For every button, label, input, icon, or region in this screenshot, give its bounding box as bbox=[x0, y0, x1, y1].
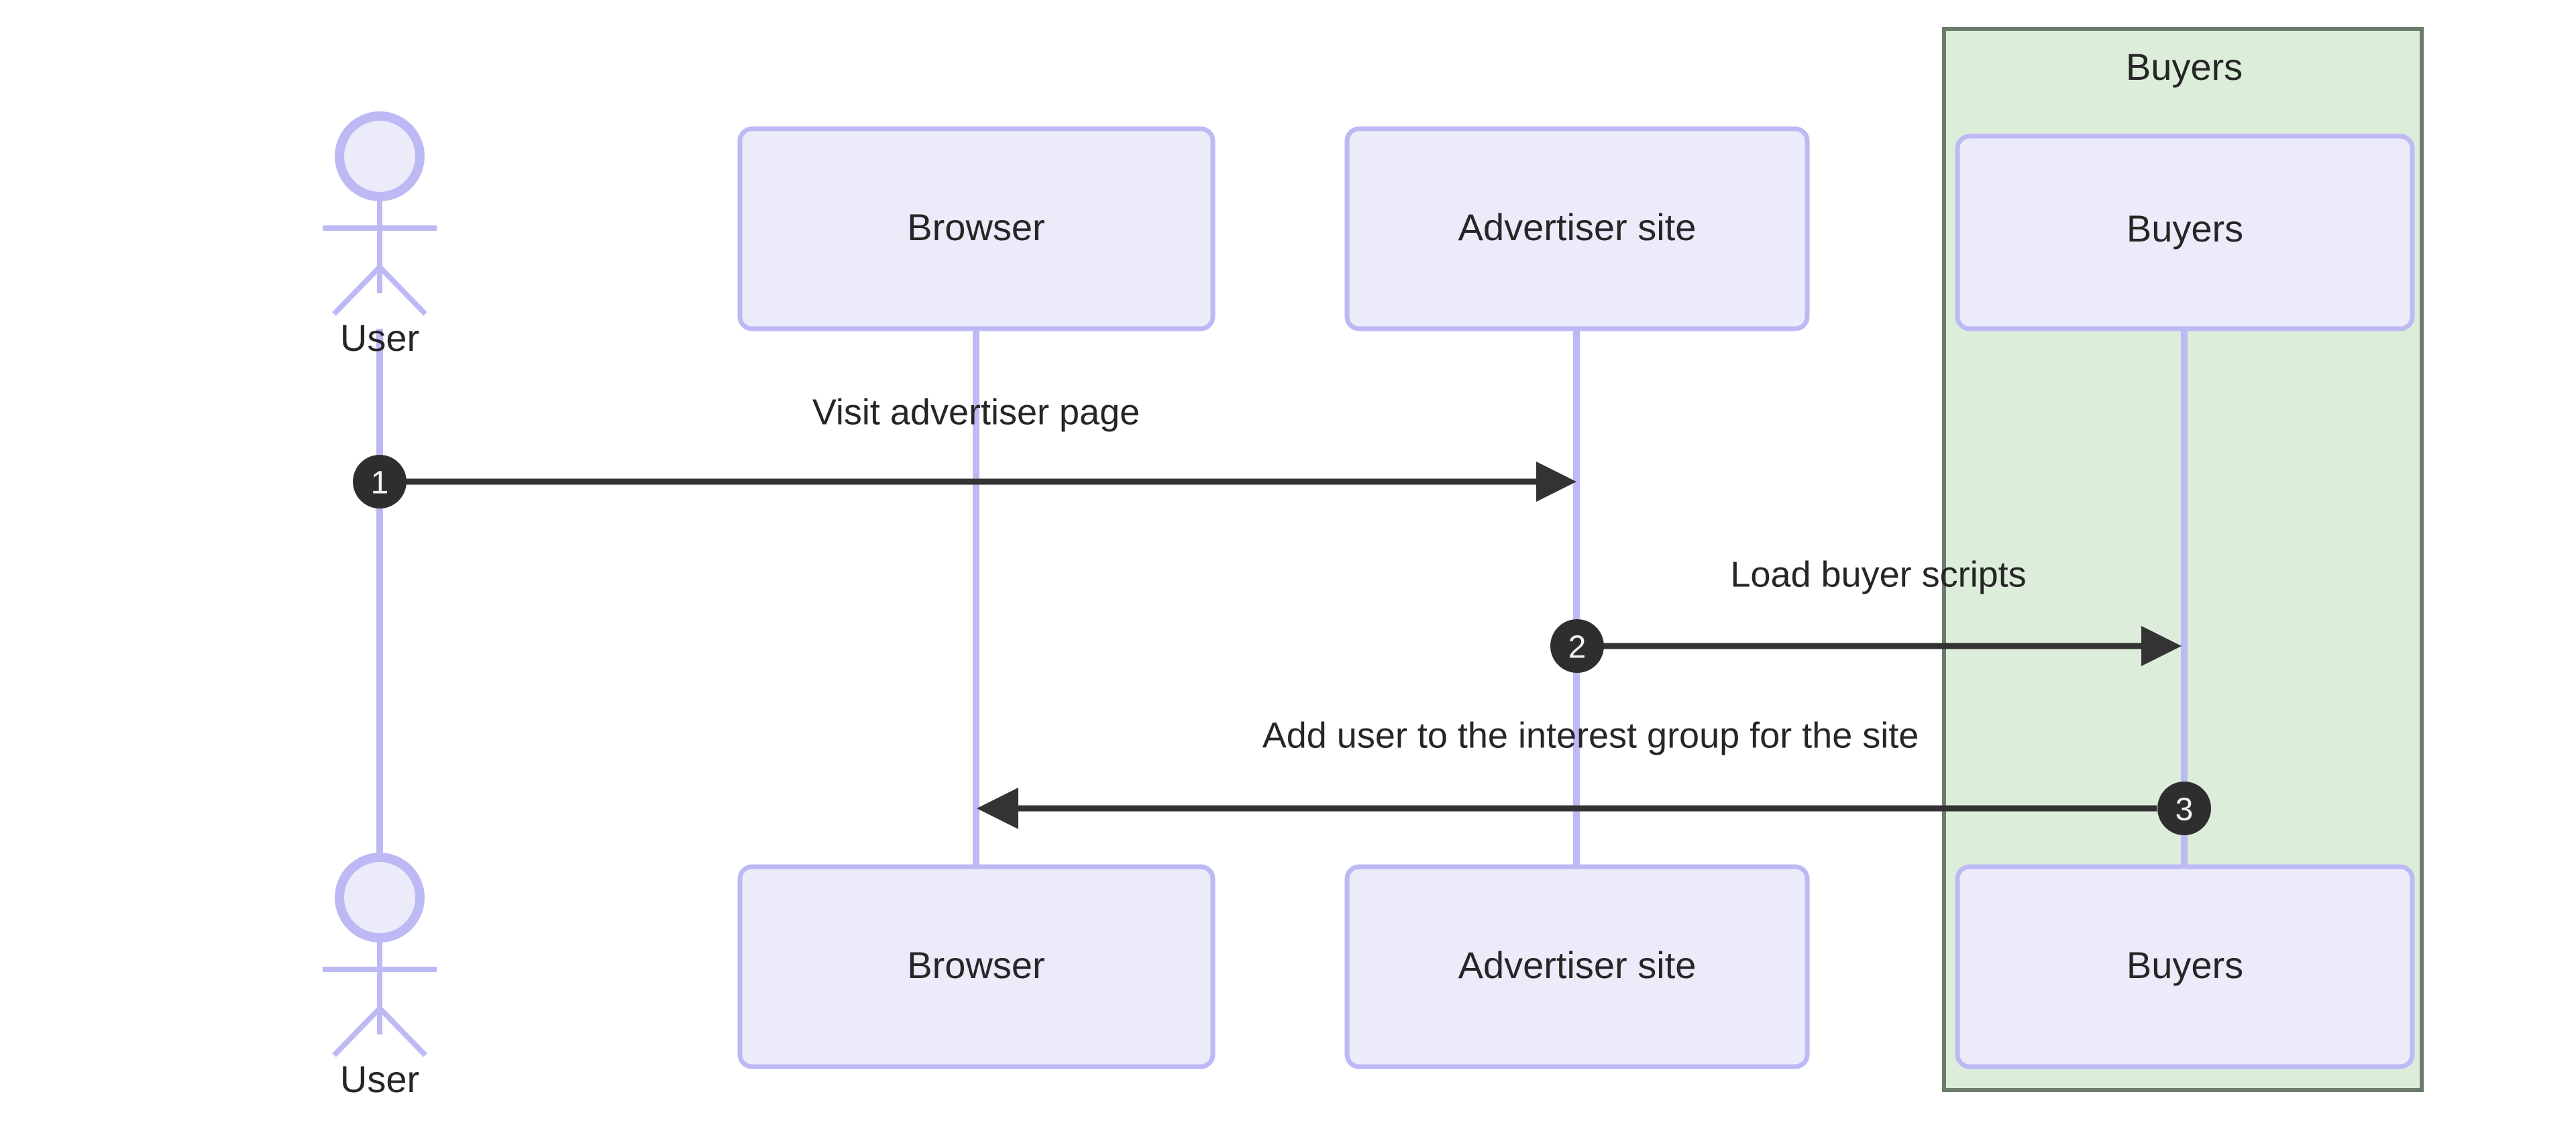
message-label-1: Visit advertiser page bbox=[812, 392, 1140, 432]
participant-box-browser-top bbox=[737, 126, 1216, 331]
participant-browser-bottom[interactable]: Browser bbox=[737, 864, 1216, 1069]
participant-advertiser-top[interactable]: Advertiser site bbox=[1344, 126, 1810, 331]
participant-box-buyers-top bbox=[1955, 133, 2415, 331]
actor-leg-right-icon bbox=[378, 265, 427, 316]
message-label-3: Add user to the interest group for the s… bbox=[1263, 715, 1919, 755]
message-2[interactable]: Load buyer scripts 2 bbox=[1550, 554, 2182, 673]
participant-label-advertiser-top: Advertiser site bbox=[1458, 206, 1697, 248]
actor-leg-left-icon bbox=[332, 265, 382, 316]
participant-label-buyers-top: Buyers bbox=[2127, 207, 2243, 250]
message-arrowhead-2 bbox=[2141, 626, 2182, 666]
participant-box-buyers-bottom bbox=[1955, 864, 2415, 1069]
group-box-title: Buyers bbox=[2126, 46, 2243, 88]
message-badge-label-3: 3 bbox=[2176, 792, 2194, 828]
participant-user-top[interactable]: User bbox=[323, 111, 437, 359]
actor-leg-right-icon-bottom bbox=[378, 1006, 427, 1057]
participant-buyers-top[interactable]: Buyers bbox=[1955, 133, 2415, 331]
actor-head-icon-bottom bbox=[335, 853, 425, 943]
participant-label-user-top: User bbox=[340, 317, 419, 359]
message-1[interactable]: Visit advertiser page 1 bbox=[353, 392, 1576, 509]
participant-label-advertiser-bottom: Advertiser site bbox=[1458, 944, 1697, 986]
message-badge-3 bbox=[2157, 782, 2211, 835]
message-label-2: Load buyer scripts bbox=[1730, 554, 2026, 594]
message-arrowhead-1 bbox=[1536, 462, 1576, 502]
message-badge-2 bbox=[1550, 619, 1604, 673]
participant-label-browser-bottom: Browser bbox=[907, 944, 1044, 986]
actor-head-icon bbox=[335, 111, 425, 201]
participant-box-advertiser-top bbox=[1344, 126, 1810, 331]
message-arrowhead-3 bbox=[977, 788, 1018, 829]
message-3[interactable]: Add user to the interest group for the s… bbox=[977, 715, 2211, 835]
message-badge-label-1: 1 bbox=[371, 466, 389, 501]
actor-leg-left-icon-bottom bbox=[332, 1006, 382, 1057]
participant-label-user-bottom: User bbox=[340, 1058, 419, 1100]
participant-advertiser-bottom[interactable]: Advertiser site bbox=[1344, 864, 1810, 1069]
participant-box-advertiser-bottom bbox=[1344, 864, 1810, 1069]
participant-label-buyers-bottom: Buyers bbox=[2127, 944, 2243, 986]
participant-user-bottom[interactable]: User bbox=[323, 853, 437, 1100]
message-badge-label-2: 2 bbox=[1568, 630, 1587, 665]
participant-box-browser-bottom bbox=[737, 864, 1216, 1069]
participant-label-browser-top: Browser bbox=[907, 206, 1044, 248]
message-badge-1 bbox=[353, 455, 407, 509]
participant-buyers-bottom[interactable]: Buyers bbox=[1955, 864, 2415, 1069]
participant-browser-top[interactable]: Browser bbox=[737, 126, 1216, 331]
